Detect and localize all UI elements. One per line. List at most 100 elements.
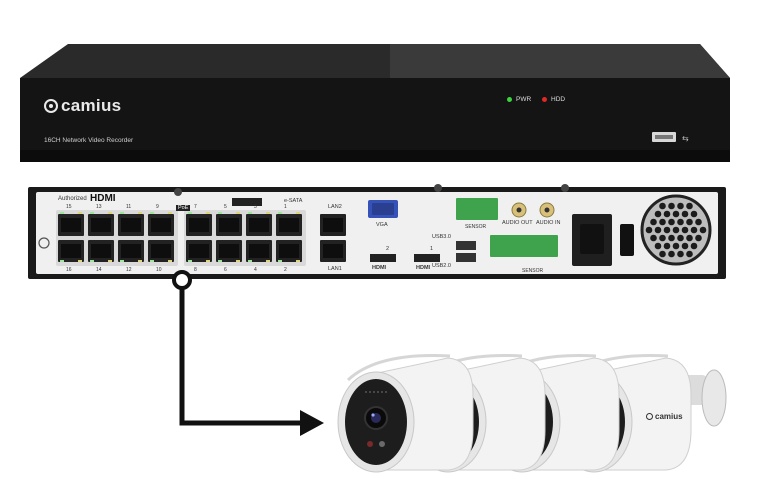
port-led <box>278 260 282 262</box>
nvr-front-unit: ⇆ <box>20 44 730 162</box>
nvr-front-panel <box>20 78 730 158</box>
audio-out-label: AUDIO OUT <box>502 220 533 226</box>
port-number-bottom: 2 <box>284 267 287 273</box>
camera-brand-logo: camius <box>646 412 683 421</box>
port-led <box>278 212 282 214</box>
usb3-port-1 <box>456 241 476 250</box>
port-led <box>108 260 112 262</box>
port-led <box>218 260 222 262</box>
mic-hole <box>385 391 387 393</box>
fan-hole <box>650 234 657 242</box>
fan-hole <box>677 218 684 226</box>
authorized-label: Authorized <box>58 196 87 202</box>
audio-in-label: AUDIO IN <box>536 220 561 226</box>
nvr-brand-text: camius <box>61 96 122 115</box>
front-usb-slot <box>655 135 673 139</box>
arrow-line <box>179 280 300 426</box>
port-led <box>150 260 154 262</box>
port-led <box>90 260 94 262</box>
lan-port-block <box>320 214 346 262</box>
port-led <box>60 260 64 262</box>
pwr-indicator: PWR <box>507 96 531 103</box>
arrow-head <box>300 410 324 436</box>
port-number-top: 5 <box>224 204 227 210</box>
hdmi2-label: HDMI <box>372 265 387 271</box>
nvr-model-label: 16CH Network Video Recorder <box>44 137 134 144</box>
fan-hole <box>659 218 666 226</box>
port-led <box>138 212 142 214</box>
fan-hole <box>659 234 666 242</box>
port-number-bottom: 14 <box>96 267 102 273</box>
brand-mark-icon <box>44 99 58 113</box>
port-led <box>60 212 64 214</box>
bullet-camera-1 <box>337 354 474 473</box>
port-led <box>168 260 172 262</box>
power-switch <box>620 224 634 256</box>
port-led <box>90 212 94 214</box>
rj45-port-inner <box>91 218 111 232</box>
port-led <box>150 212 154 214</box>
hdmi-port-2 <box>370 254 396 262</box>
camera-sunshield <box>346 354 451 382</box>
fan-hole <box>663 226 671 234</box>
nvr-brand-logo: camius <box>44 96 121 116</box>
fan-hole <box>650 218 657 226</box>
port-number-top: 3 <box>254 204 257 210</box>
camera-brand-mark-icon <box>646 413 653 420</box>
rj45-port-inner <box>279 218 299 232</box>
power-inlet-socket <box>580 224 604 254</box>
port-number-bottom: 16 <box>66 267 72 273</box>
rj45-port-inner <box>249 244 269 258</box>
port-led <box>78 260 82 262</box>
fan-hole <box>677 250 684 258</box>
audio-out-pin <box>516 207 522 213</box>
port-number-bottom: 4 <box>254 267 257 273</box>
sensor-terminal-bottom <box>490 235 558 257</box>
port-number-top: 1 <box>284 204 287 210</box>
port-led <box>248 260 252 262</box>
hdd-label: HDD <box>551 96 566 103</box>
usb3-port-2 <box>456 253 476 262</box>
rj45-port-inner <box>151 244 171 258</box>
port-led <box>266 260 270 262</box>
mic-hole <box>377 391 379 393</box>
port-led <box>120 260 124 262</box>
fan-hole <box>668 218 675 226</box>
port-number-bottom: 12 <box>126 267 132 273</box>
camera-mount <box>701 369 727 427</box>
fan-hole <box>668 234 675 242</box>
fan-hole <box>659 202 666 210</box>
lens-reflection <box>371 413 375 417</box>
fan-hole <box>690 226 698 234</box>
port-led <box>168 212 172 214</box>
port-number-top: 7 <box>194 204 197 210</box>
rj45-port-inner <box>189 218 209 232</box>
fan-hole <box>690 210 698 218</box>
rj45-port-inner <box>279 244 299 258</box>
pwr-label: PWR <box>516 96 532 103</box>
hdd-indicator: HDD <box>542 96 565 103</box>
usb-icon: ⇆ <box>682 134 689 143</box>
camera-group <box>337 354 727 473</box>
fan-hole <box>663 242 671 250</box>
poe-port-block <box>56 210 306 266</box>
ir-led <box>379 441 385 447</box>
hdmi-logo-text: HDMI <box>90 193 116 204</box>
rj45-port-inner <box>61 218 81 232</box>
fan-hole <box>681 226 689 234</box>
port-led <box>218 212 222 214</box>
fan-hole <box>695 218 702 226</box>
fan-hole <box>686 202 693 210</box>
hdmi-port-1 <box>414 254 440 262</box>
arrow-start-ring <box>172 270 192 290</box>
nvr-rear-panel <box>28 184 726 279</box>
rj45-port-inner <box>249 218 269 232</box>
camera-brand-text: camius <box>655 412 683 421</box>
ground-screw <box>38 237 50 249</box>
fan-hole <box>695 234 702 242</box>
port-led <box>236 260 240 262</box>
port-led <box>188 260 192 262</box>
nvr-bottom-edge <box>20 150 730 162</box>
audio-in-pin <box>544 207 550 213</box>
